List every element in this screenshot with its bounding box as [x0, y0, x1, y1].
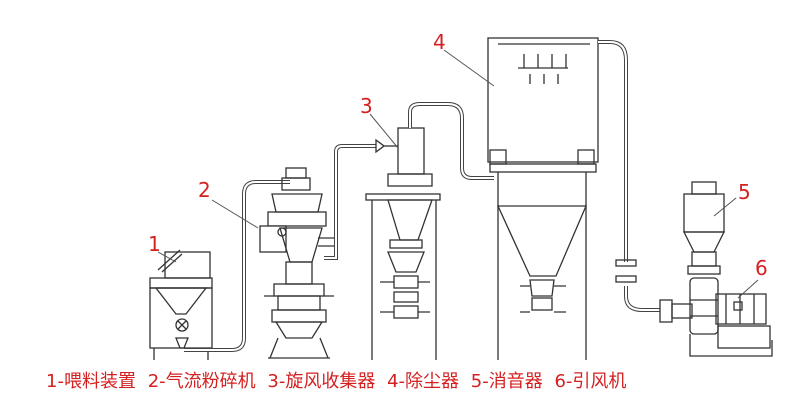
legend-number: 2	[147, 371, 160, 392]
legend: 1-喂料装置 2-气流粉碎机 3-旋风收集器 4-除尘器 5-消音器 6-引风机	[46, 370, 786, 394]
legend-label: 消音器	[488, 371, 543, 392]
legend-item-jet-mill: 2-气流粉碎机	[147, 371, 256, 392]
callout-leaders	[157, 49, 759, 299]
legend-item-feeder: 1-喂料装置	[46, 371, 136, 392]
feeder-unit	[149, 249, 213, 360]
legend-number: 5	[470, 371, 483, 392]
mill-outlet-duct	[324, 144, 376, 260]
jet-mill-unit	[259, 167, 338, 359]
callout-silencer: 5	[738, 180, 751, 204]
exhaust-duct	[598, 40, 660, 312]
legend-label: 除尘器	[405, 371, 460, 392]
legend-label: 气流粉碎机	[165, 371, 256, 392]
legend-label: 引风机	[572, 371, 627, 392]
cyclone-collector-unit	[365, 127, 441, 360]
legend-number: 4	[387, 371, 399, 392]
cyclone-outlet-duct	[408, 102, 494, 180]
callout-jet-mill: 2	[198, 178, 211, 202]
legend-item-silencer: 5-消音器	[470, 371, 543, 392]
fan-unit	[659, 277, 773, 357]
callout-induced-draft-fan: 6	[755, 256, 768, 280]
callout-cyclone-collector: 3	[360, 94, 373, 118]
silencer-unit	[682, 181, 726, 275]
dust-collector-unit	[487, 37, 599, 360]
callout-feeder: 1	[148, 232, 161, 256]
legend-number: 6	[554, 371, 566, 392]
legend-number: 3	[267, 371, 279, 392]
legend-number: 1	[46, 371, 58, 392]
legend-item-dust-collector: 4-除尘器	[387, 371, 460, 392]
legend-label: 喂料装置	[63, 371, 136, 392]
legend-item-cyclone-collector: 3-旋风收集器	[267, 371, 376, 392]
legend-label: 旋风收集器	[285, 371, 376, 392]
legend-item-induced-draft-fan: 6-引风机	[554, 371, 627, 392]
callout-dust-collector: 4	[433, 30, 446, 54]
